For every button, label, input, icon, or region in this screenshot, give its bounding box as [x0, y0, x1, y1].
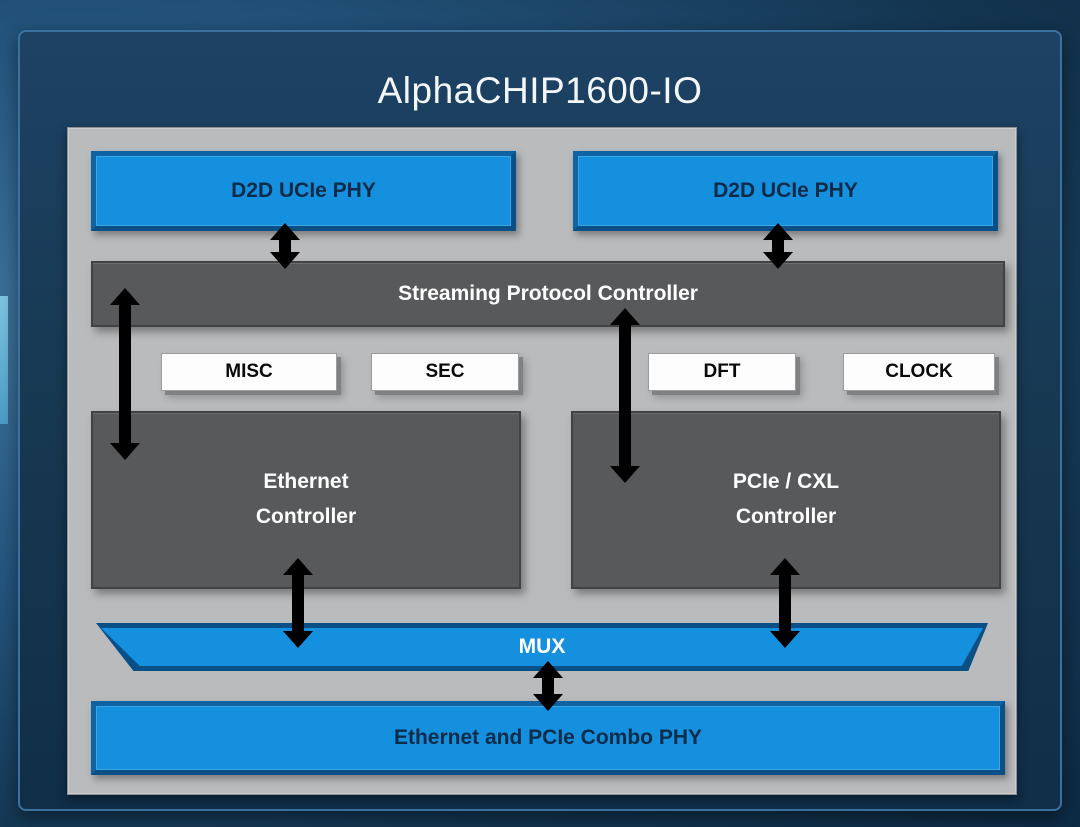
arrow-shaft [619, 325, 631, 466]
arrow-streaming-to-pcie [610, 308, 640, 483]
block-misc: MISC [161, 353, 337, 391]
block-label: SEC [425, 361, 465, 382]
arrow-shaft [772, 240, 784, 252]
io-panel: D2D UCIe PHY D2D UCIe PHY Streaming Prot… [67, 127, 1017, 795]
block-label: Ethernet Controller [256, 465, 356, 534]
block-label: Streaming Protocol Controller [398, 282, 698, 305]
chip-title: AlphaCHIP1600-IO [377, 70, 703, 111]
block-pcie-cxl-controller: PCIe / CXL Controller [571, 411, 1001, 589]
arrowhead-down [110, 443, 140, 460]
arrowhead-down [270, 252, 300, 269]
arrow-streaming-to-ethernet [110, 288, 140, 460]
chip-outline: AlphaCHIP1600-IO D2D UCIe PHY D2D UCIe P… [18, 30, 1062, 811]
arrow-shaft [119, 305, 131, 443]
arrowhead-up [770, 558, 800, 575]
arrowhead-up [610, 308, 640, 325]
arrowhead-up [283, 558, 313, 575]
arrow-shaft [292, 575, 304, 631]
arrow-shaft [542, 678, 554, 694]
block-d2d-ucie-phy-right: D2D UCIe PHY [573, 151, 998, 231]
block-label: D2D UCIe PHY [713, 179, 858, 202]
arrow-phy-left-to-streaming [270, 223, 300, 269]
block-d2d-ucie-phy-left: D2D UCIe PHY [91, 151, 516, 231]
arrow-mux-to-combo-phy [533, 661, 563, 711]
pcie-cxl-line1: PCIe / CXL [732, 470, 840, 494]
ethernet-controller-line2: Controller [255, 505, 357, 528]
pcie-cxl-line2: Controller [735, 505, 837, 528]
ethernet-controller-line1: Ethernet [263, 470, 349, 494]
arrow-shaft [279, 240, 291, 252]
arrowhead-up [270, 223, 300, 240]
arrowhead-up [763, 223, 793, 240]
block-sec: SEC [371, 353, 519, 391]
block-ethernet-pcie-combo-phy: Ethernet and PCIe Combo PHY [91, 701, 1005, 775]
block-dft: DFT [648, 353, 796, 391]
mux-inner: MUX [101, 628, 983, 666]
arrow-shaft [779, 575, 791, 631]
block-label: Ethernet and PCIe Combo PHY [393, 726, 703, 749]
arrowhead-down [533, 694, 563, 711]
arrowhead-down [610, 466, 640, 483]
arrow-ethernet-to-mux [283, 558, 313, 648]
block-streaming-protocol-controller: Streaming Protocol Controller [91, 261, 1005, 327]
arrowhead-down [283, 631, 313, 648]
block-label: MUX [518, 635, 566, 658]
block-clock: CLOCK [843, 353, 995, 391]
block-mux: MUX [96, 623, 988, 671]
arrowhead-up [533, 661, 563, 678]
arrow-pcie-to-mux [770, 558, 800, 648]
arrowhead-up [110, 288, 140, 305]
block-label: MISC [225, 361, 273, 382]
arrowhead-down [770, 631, 800, 648]
block-label: D2D UCIe PHY [231, 179, 376, 202]
block-label: PCIe / CXL Controller [733, 465, 839, 534]
block-label: CLOCK [885, 361, 953, 382]
block-label: DFT [703, 361, 741, 382]
arrow-phy-right-to-streaming [763, 223, 793, 269]
arrowhead-down [763, 252, 793, 269]
left-accent-strip [0, 296, 8, 424]
